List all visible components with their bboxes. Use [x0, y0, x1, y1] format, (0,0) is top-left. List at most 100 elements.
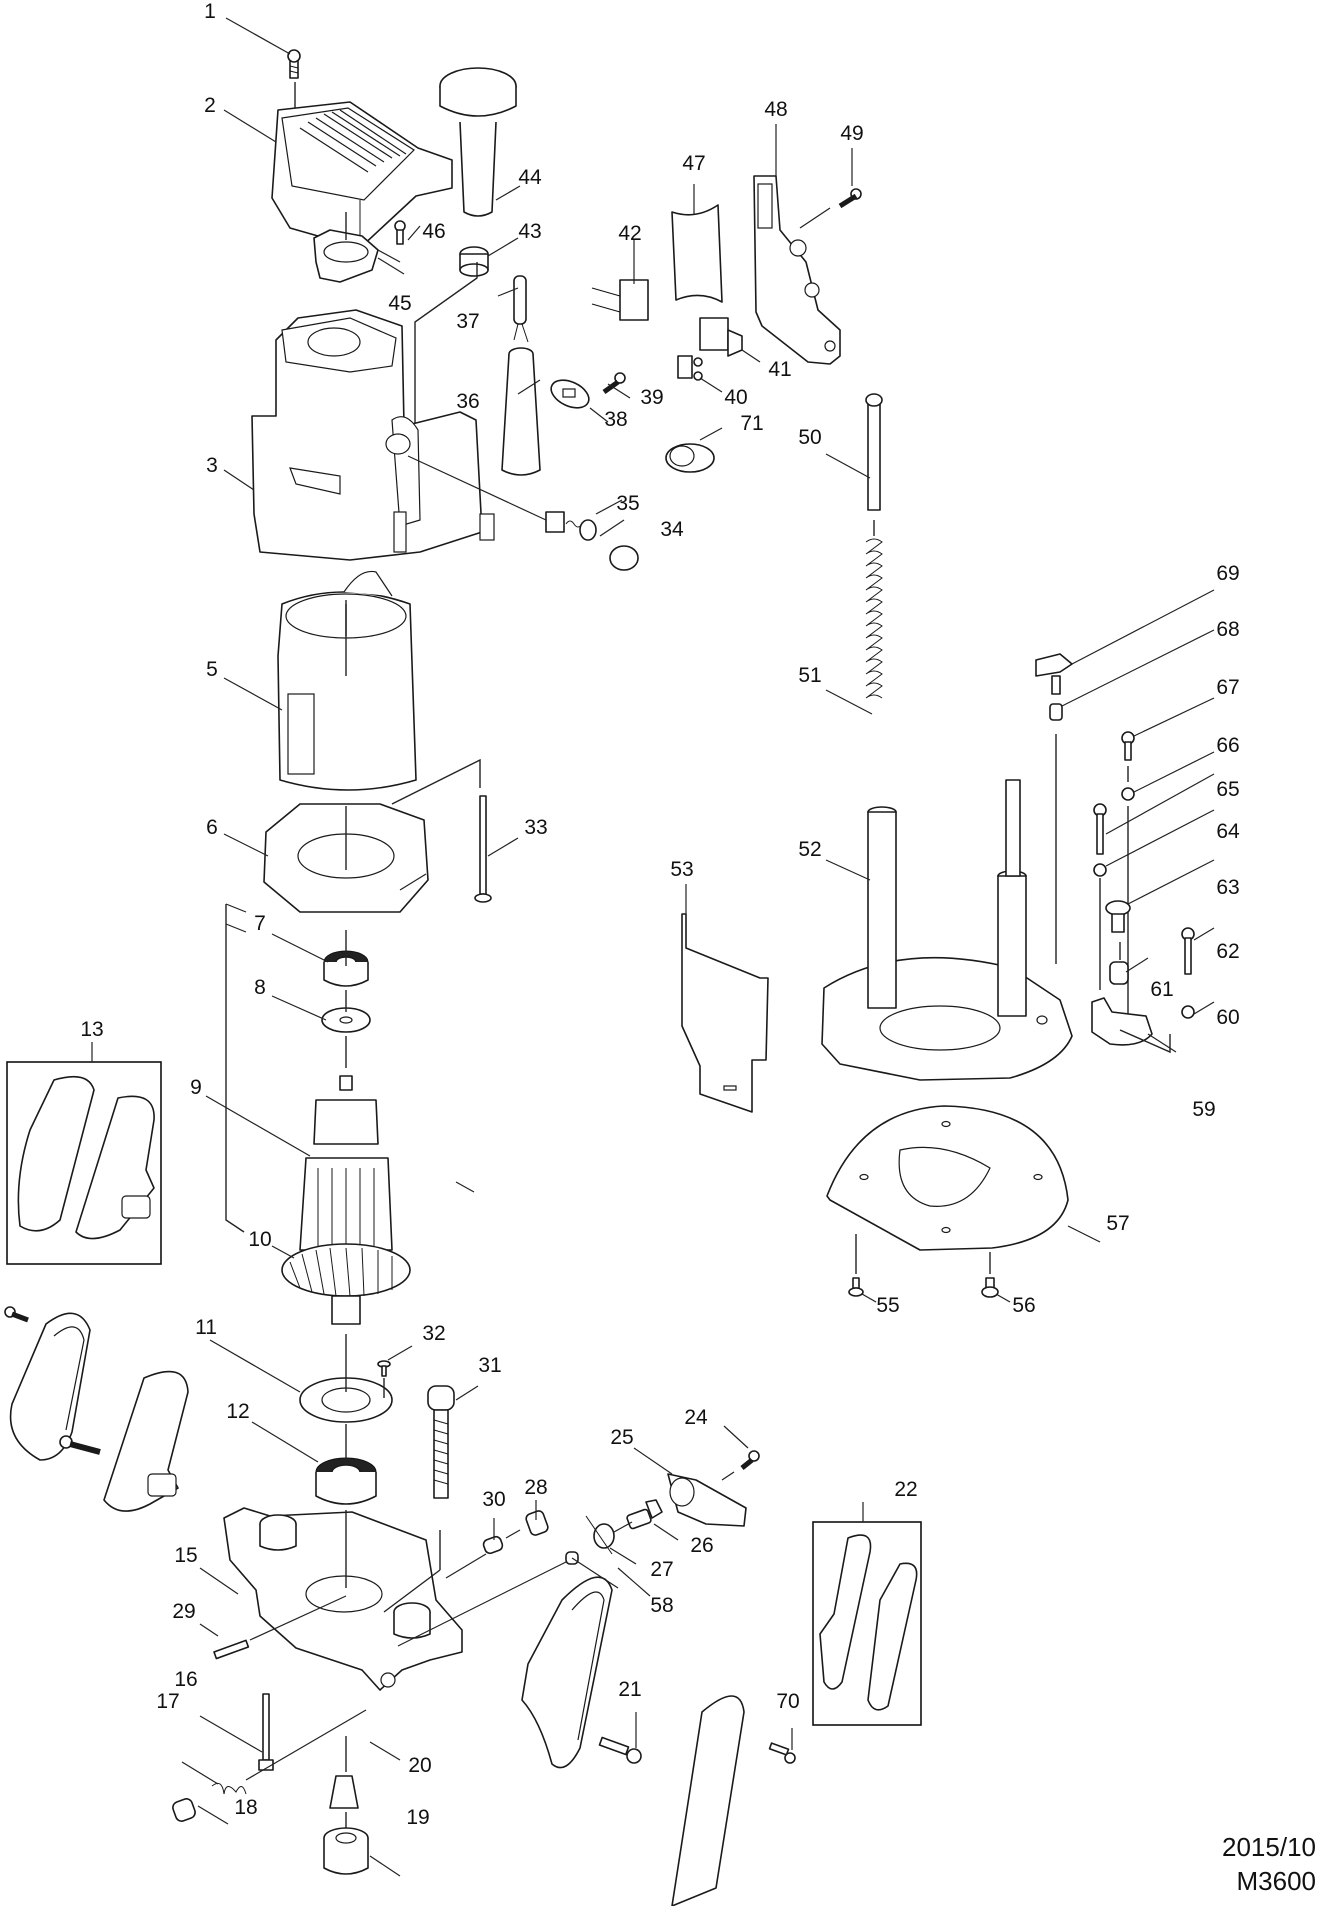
part-61-spring	[1109, 961, 1129, 985]
part-45-ring	[313, 229, 379, 283]
callout-35: 35	[616, 492, 639, 515]
callout-68: 68	[1216, 618, 1239, 641]
callout-46: 46	[422, 220, 445, 243]
part-42-capacitor	[591, 279, 649, 321]
part-60-nut	[1181, 1005, 1195, 1019]
part-29-pin	[213, 1639, 250, 1660]
callout-50: 50	[798, 426, 821, 449]
part-59-stopper-block	[1091, 997, 1153, 1046]
callout-71: 71	[740, 412, 763, 435]
callout-56: 56	[1012, 1294, 1035, 1317]
callout-63: 63	[1216, 876, 1239, 899]
callout-57: 57	[1106, 1212, 1129, 1235]
callout-5: 5	[206, 658, 218, 681]
callout-60: 60	[1216, 1006, 1239, 1029]
handle-set-13-parts	[17, 1075, 155, 1240]
part-51-spring	[865, 538, 883, 699]
callout-8: 8	[254, 976, 266, 999]
callout-47: 47	[682, 152, 705, 175]
handle-set-22-parts	[819, 1534, 918, 1711]
part-62-screw	[1181, 927, 1195, 975]
callout-15: 15	[174, 1544, 197, 1567]
callout-45: 45	[388, 292, 411, 315]
callout-25: 25	[610, 1426, 633, 1449]
callout-22: 22	[894, 1478, 917, 1501]
callout-65: 65	[1216, 778, 1239, 801]
callout-16: 16	[174, 1668, 197, 1691]
part-25-lever	[667, 1473, 747, 1527]
part-1-screw	[287, 49, 301, 79]
callout-9: 9	[190, 1076, 202, 1099]
callout-33: 33	[524, 816, 547, 839]
callout-30: 30	[482, 1488, 505, 1511]
handle-left-grip-loose	[9, 1312, 91, 1461]
handle-screw-loose-mid	[59, 1435, 101, 1455]
part-70-screw	[768, 1742, 796, 1764]
callout-55: 55	[876, 1294, 899, 1317]
part-19-collet-nut	[323, 1827, 369, 1875]
part-39-screw	[602, 372, 626, 395]
part-41-switch	[699, 317, 743, 357]
callout-36: 36	[456, 390, 479, 413]
callout-61: 61	[1150, 978, 1173, 1001]
callout-40: 40	[724, 386, 747, 409]
callout-6: 6	[206, 816, 218, 839]
callout-34: 34	[660, 518, 684, 541]
part-31-adjusting-screw	[427, 1385, 455, 1499]
callout-2: 2	[204, 94, 216, 117]
part-55-screw	[848, 1277, 864, 1297]
part-47-label	[671, 204, 723, 303]
part-53-chip-deflector	[681, 913, 769, 1113]
callout-44: 44	[518, 166, 542, 189]
callout-49: 49	[840, 122, 863, 145]
callout-64: 64	[1216, 820, 1240, 843]
callout-20: 20	[408, 1754, 431, 1777]
part-65-bolt	[1093, 803, 1107, 855]
part-68-spring	[1049, 703, 1063, 721]
part-15-motor-base	[223, 1507, 463, 1691]
part-57-base-plate	[826, 1105, 1069, 1251]
part-3-motor-housing	[251, 309, 495, 561]
part-33-long-screw	[474, 795, 492, 903]
part-10-fan	[281, 1243, 411, 1325]
callout-28: 28	[524, 1476, 547, 1499]
part-69-wing-bolt	[1035, 653, 1073, 695]
callout-18: 18	[234, 1796, 257, 1819]
part-40-terminal	[677, 355, 703, 381]
handle-right-lower	[671, 1695, 745, 1906]
callout-31: 31	[478, 1354, 501, 1377]
part-30-spring	[482, 1535, 504, 1555]
callout-7: 7	[254, 912, 266, 935]
part-24-screw	[740, 1450, 760, 1470]
part-32-screw	[377, 1360, 391, 1377]
callout-59: 59	[1192, 1098, 1215, 1121]
part-35-carbon-brush	[545, 511, 597, 541]
callout-67: 67	[1216, 676, 1239, 699]
callout-69: 69	[1216, 562, 1239, 585]
callout-42: 42	[618, 222, 641, 245]
callout-32: 32	[422, 1322, 445, 1345]
part-34-brush-holder-cap	[609, 545, 639, 571]
part-21-screw	[598, 1736, 642, 1764]
callout-51: 51	[798, 664, 821, 687]
part-38-holder	[550, 379, 590, 409]
part-20-collet-cone	[329, 1775, 359, 1809]
part-27-torsion-spring	[585, 1515, 615, 1555]
leader-lines	[181, 17, 1215, 1877]
callout-17: 17	[156, 1690, 179, 1713]
callout-27: 27	[650, 1558, 673, 1581]
callout-43: 43	[518, 220, 541, 243]
callout-41: 41	[768, 358, 791, 381]
part-43-nut	[459, 246, 489, 277]
callout-39: 39	[640, 386, 663, 409]
handle-screw-loose-top	[4, 1306, 29, 1323]
callout-62: 62	[1216, 940, 1239, 963]
part-50-pole	[865, 393, 883, 511]
callout-53: 53	[670, 858, 693, 881]
handle-set-22-frame	[812, 1521, 922, 1726]
callout-38: 38	[604, 408, 627, 431]
callout-48: 48	[764, 98, 787, 121]
handle-set-13-frame	[6, 1061, 162, 1265]
part-28-pin	[525, 1510, 549, 1536]
